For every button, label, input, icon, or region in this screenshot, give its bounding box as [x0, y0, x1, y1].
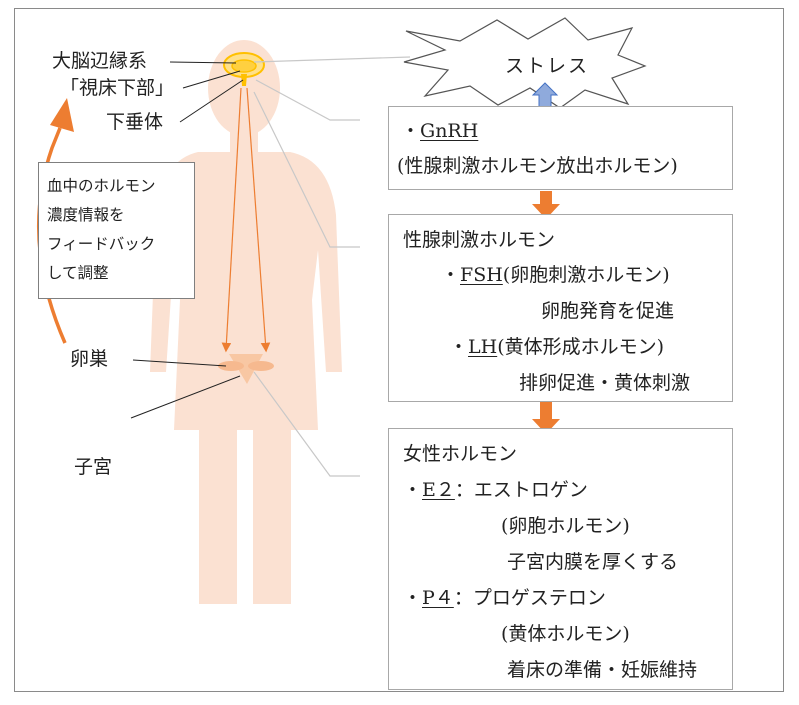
- e2-name: E２: [422, 479, 455, 501]
- torso-shape: [150, 152, 342, 430]
- p4-bullet: ・: [403, 587, 423, 609]
- connector-ovary-female: [253, 371, 360, 477]
- e2-rest: ：エストロゲン: [454, 479, 588, 501]
- feedback-note-line: 血中のホルモン: [47, 177, 156, 195]
- lh-role: 排卵促進・黄体刺激: [519, 372, 691, 394]
- lh-bullet: ・: [449, 336, 469, 358]
- e2-role: 子宮内膜を厚くする: [507, 551, 679, 573]
- feedback-note-line: して調整: [47, 264, 109, 282]
- label-uterus: 子宮: [74, 456, 113, 478]
- leader-ovary: [132, 359, 227, 367]
- gonadotropin-title: 性腺刺激ホルモン: [403, 229, 556, 251]
- e2-desc: (卵胞ホルモン): [501, 515, 630, 537]
- connector-limbic-stress: [253, 56, 411, 63]
- down-arrow-gonadotropin-to-female: [532, 400, 560, 434]
- gnrh-bullet: ・: [401, 120, 421, 142]
- feedback-note-line: フィードバック: [47, 235, 156, 253]
- body-silhouette: [150, 40, 342, 604]
- feedback-note-line: 濃度情報を: [47, 206, 125, 224]
- gnrh-line: ・GnRH: [401, 122, 478, 141]
- feedback-note: 血中のホルモン 濃度情報を フィードバック して調整: [38, 162, 195, 299]
- neck-shape: [230, 128, 258, 156]
- gnrh-desc: (性腺刺激ホルモン放出ホルモン): [397, 155, 678, 177]
- label-hypothalamus: 「視床下部」: [60, 77, 175, 99]
- left-leg-shape: [199, 428, 237, 604]
- p4-role: 着床の準備・妊娠維持: [507, 659, 698, 681]
- lh-name: LH: [468, 336, 498, 358]
- female-hormone-box: 女性ホルモン ・E２：エストロゲン (卵胞ホルモン) 子宮内膜を厚くする ・P４…: [388, 428, 733, 690]
- leader-pituitary: [179, 79, 244, 123]
- e2-bullet: ・: [403, 479, 423, 501]
- right-leg-shape: [253, 428, 291, 604]
- label-ovary: 卵巣: [70, 348, 109, 370]
- e2-line: ・E２：エストロゲン: [403, 481, 588, 500]
- p4-line: ・P４：プロゲステロン: [403, 589, 606, 608]
- p4-desc: (黄体ホルモン): [501, 623, 630, 645]
- fsh-line: ・FSH(卵胞刺激ホルモン): [441, 266, 670, 285]
- p4-rest: ：プロゲステロン: [453, 587, 606, 609]
- diagram-frame: [14, 8, 784, 692]
- p4-name: P４: [422, 587, 454, 609]
- arrow-pituitary-to-ovary-right: [246, 87, 271, 353]
- gnrh-name: GnRH: [420, 120, 479, 142]
- fsh-role: 卵胞発育を促進: [541, 300, 675, 322]
- leader-hypothalamus: [182, 70, 241, 89]
- gnrh-box: ・GnRH (性腺刺激ホルモン放出ホルモン): [388, 106, 733, 190]
- arrow-pituitary-to-ovary-left: [221, 87, 242, 353]
- feedback-arrowhead: [50, 98, 74, 132]
- uterus-ovary-shape: [218, 354, 274, 384]
- label-limbic-system: 大脳辺縁系: [52, 50, 148, 72]
- female-title: 女性ホルモン: [403, 443, 518, 465]
- connector-hypothalamus-gnrh: [255, 79, 360, 121]
- brain-icon: [223, 52, 265, 86]
- lh-line: ・LH(黄体形成ホルモン): [449, 338, 664, 357]
- fsh-name: FSH: [460, 264, 503, 286]
- gonadotropin-box: 性腺刺激ホルモン ・FSH(卵胞刺激ホルモン) 卵胞発育を促進 ・LH(黄体形成…: [388, 214, 733, 402]
- leader-limbic: [169, 61, 237, 64]
- leader-uterus: [130, 375, 241, 419]
- stress-label: ストレス: [505, 55, 590, 77]
- fsh-bullet: ・: [441, 264, 461, 286]
- stress-burst: [403, 17, 647, 109]
- lh-desc: (黄体形成ホルモン): [497, 336, 665, 358]
- connector-pituitary-gonadotropin: [253, 91, 360, 248]
- down-arrow-gnrh-to-gonadotropin: [532, 191, 560, 219]
- fsh-desc: (卵胞刺激ホルモン): [502, 264, 670, 286]
- label-pituitary: 下垂体: [106, 111, 164, 133]
